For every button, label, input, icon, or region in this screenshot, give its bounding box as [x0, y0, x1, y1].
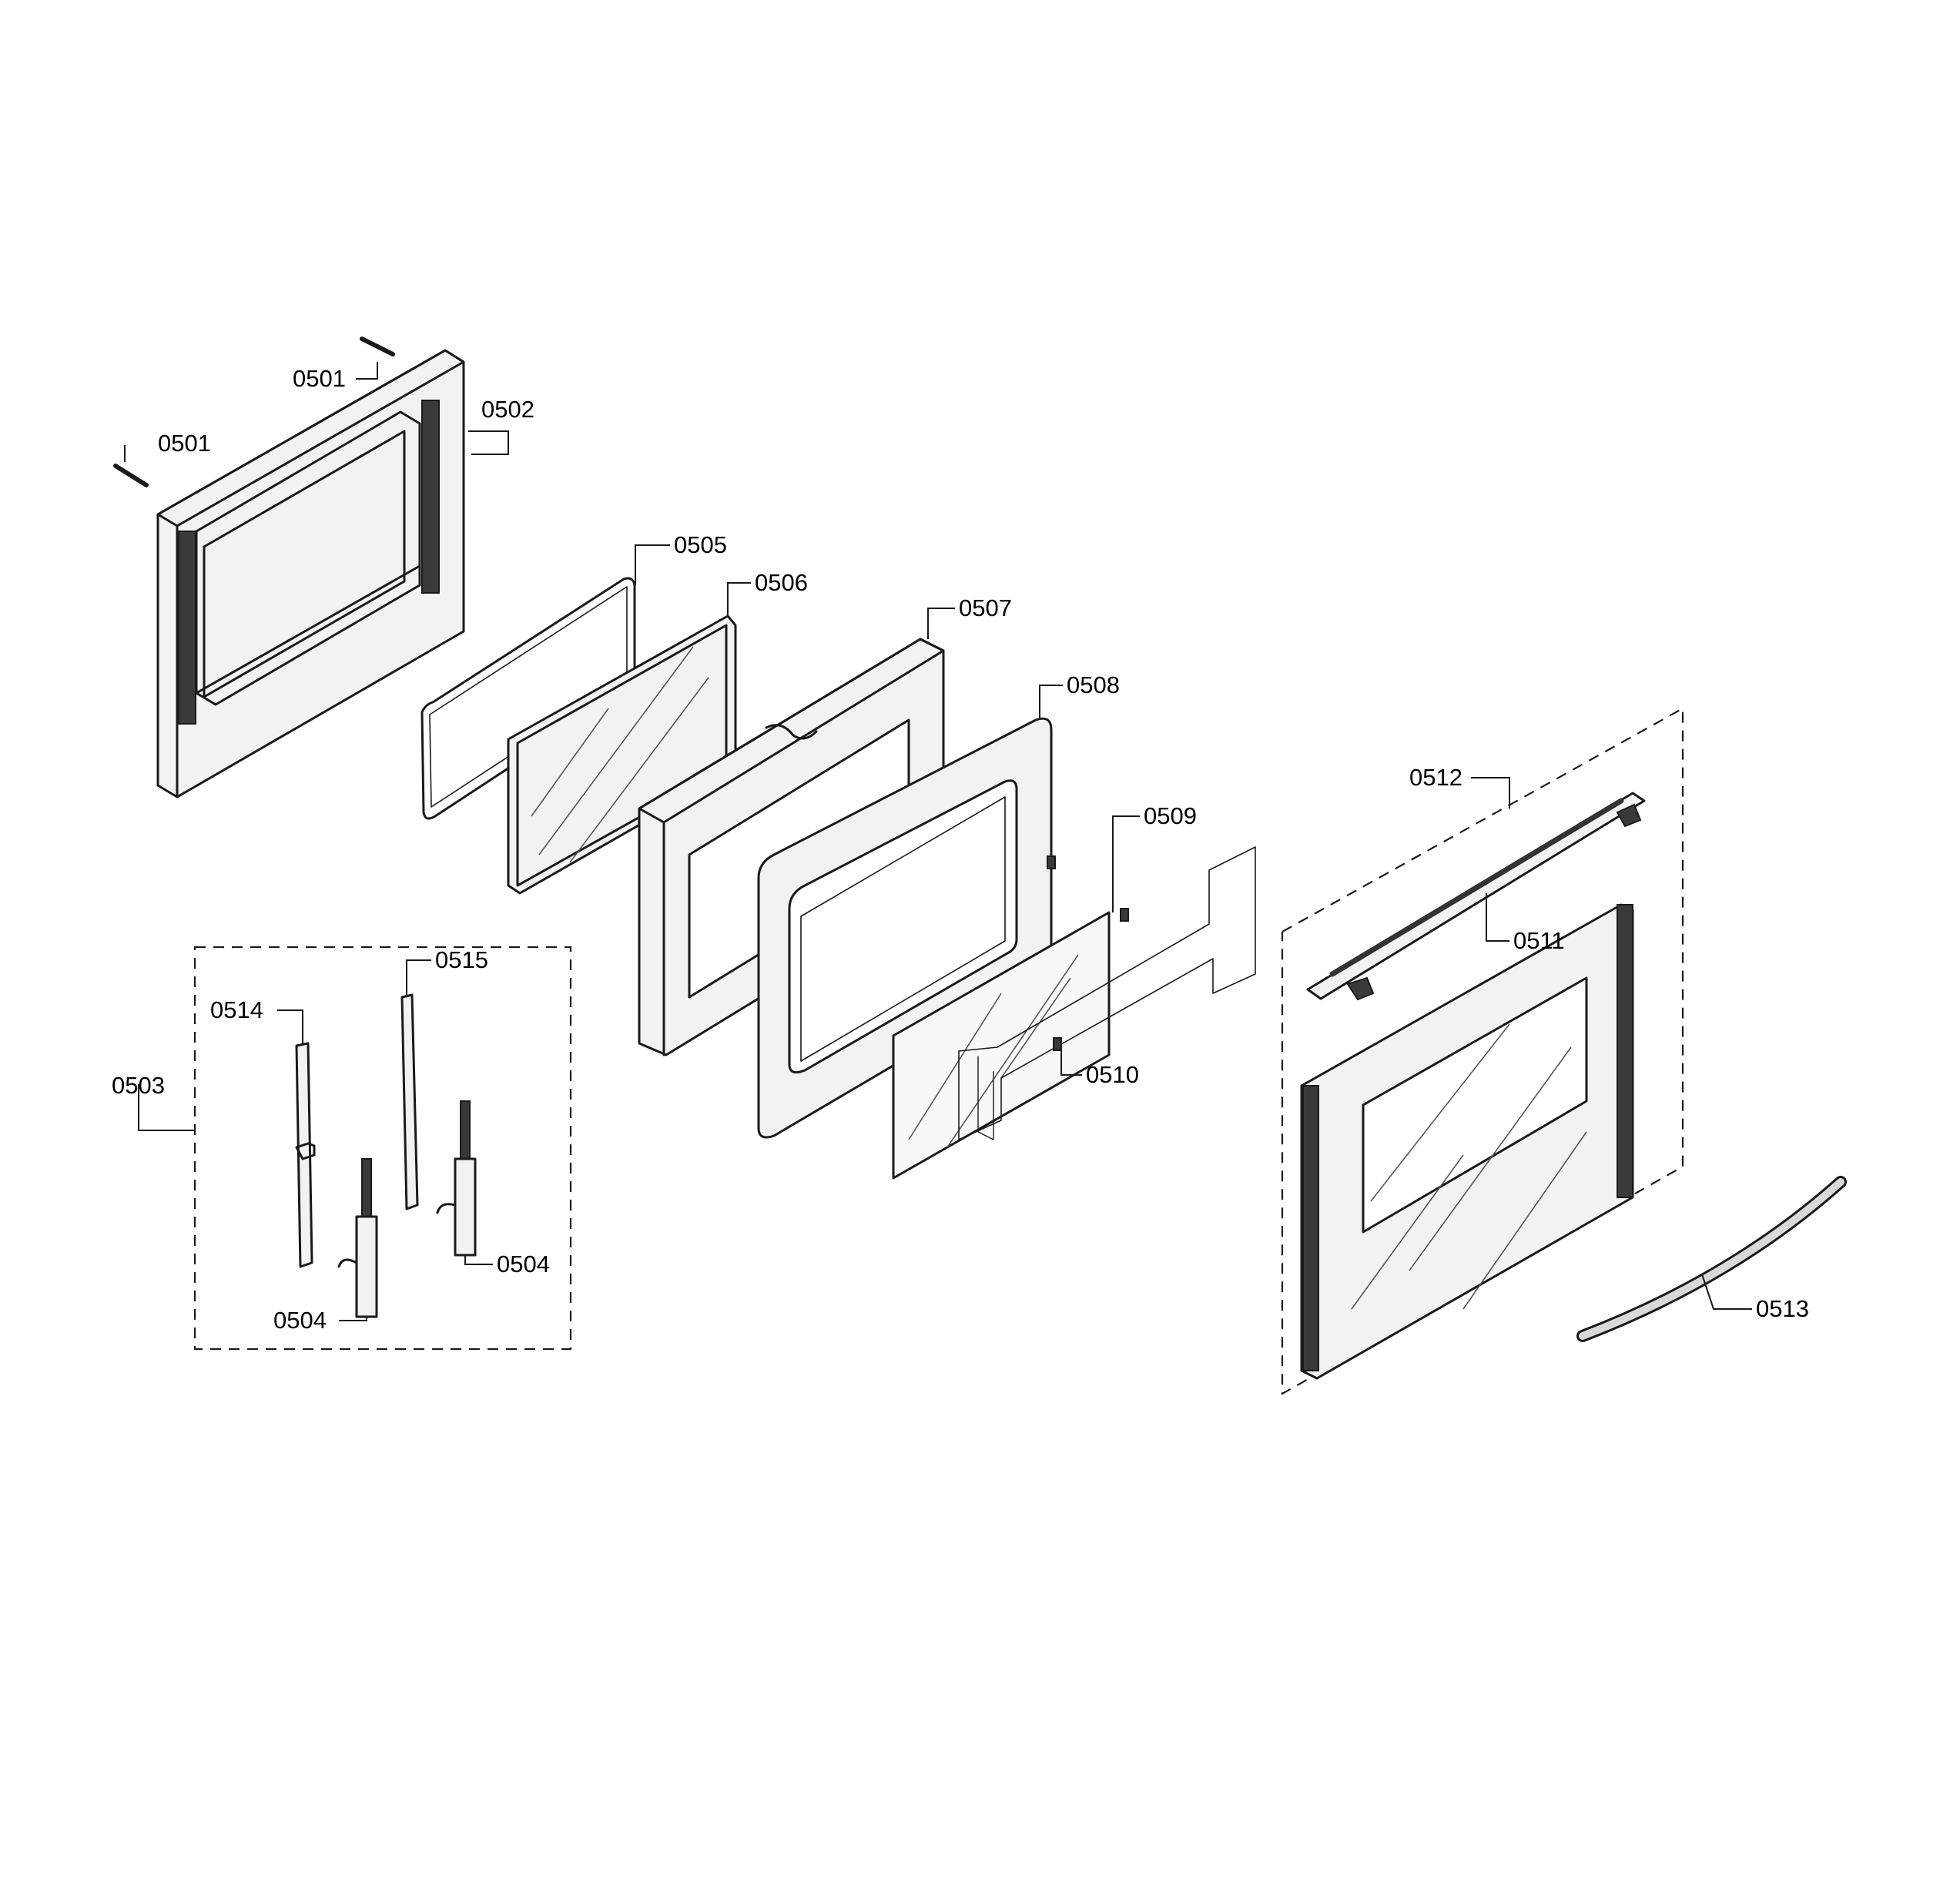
callout-0503: 0503 [112, 1072, 165, 1099]
callout-leaders [124, 362, 1752, 1321]
callout-0511: 0511 [1513, 927, 1565, 954]
callout-labels: 0501 0501 0502 0505 0506 0507 0508 0509 … [112, 365, 1809, 1334]
callout-0505: 0505 [674, 531, 727, 558]
callout-0512: 0512 [1409, 764, 1462, 791]
door-handle [1576, 1176, 1847, 1342]
glass-retaining-bracket [958, 846, 1256, 1140]
callout-0508: 0508 [1067, 671, 1120, 698]
door-pin-left [113, 464, 149, 487]
callout-0501-top: 0501 [293, 365, 346, 392]
callout-0509: 0509 [1144, 802, 1197, 829]
callout-0501-left: 0501 [158, 430, 211, 457]
callout-0507: 0507 [959, 594, 1012, 621]
callout-0514: 0514 [210, 996, 263, 1023]
door-pin-top [360, 336, 395, 357]
hinge-group [193, 946, 572, 1351]
callout-0510: 0510 [1086, 1061, 1139, 1088]
callout-0513: 0513 [1756, 1295, 1809, 1322]
outer-glass-door-group [1281, 707, 1684, 1395]
callout-0506: 0506 [755, 569, 808, 596]
callout-0504-left: 0504 [273, 1307, 327, 1334]
outer-door-panel [156, 349, 465, 799]
callout-0502: 0502 [481, 396, 534, 423]
callout-0515: 0515 [435, 946, 488, 973]
callout-0504-right: 0504 [497, 1250, 550, 1277]
